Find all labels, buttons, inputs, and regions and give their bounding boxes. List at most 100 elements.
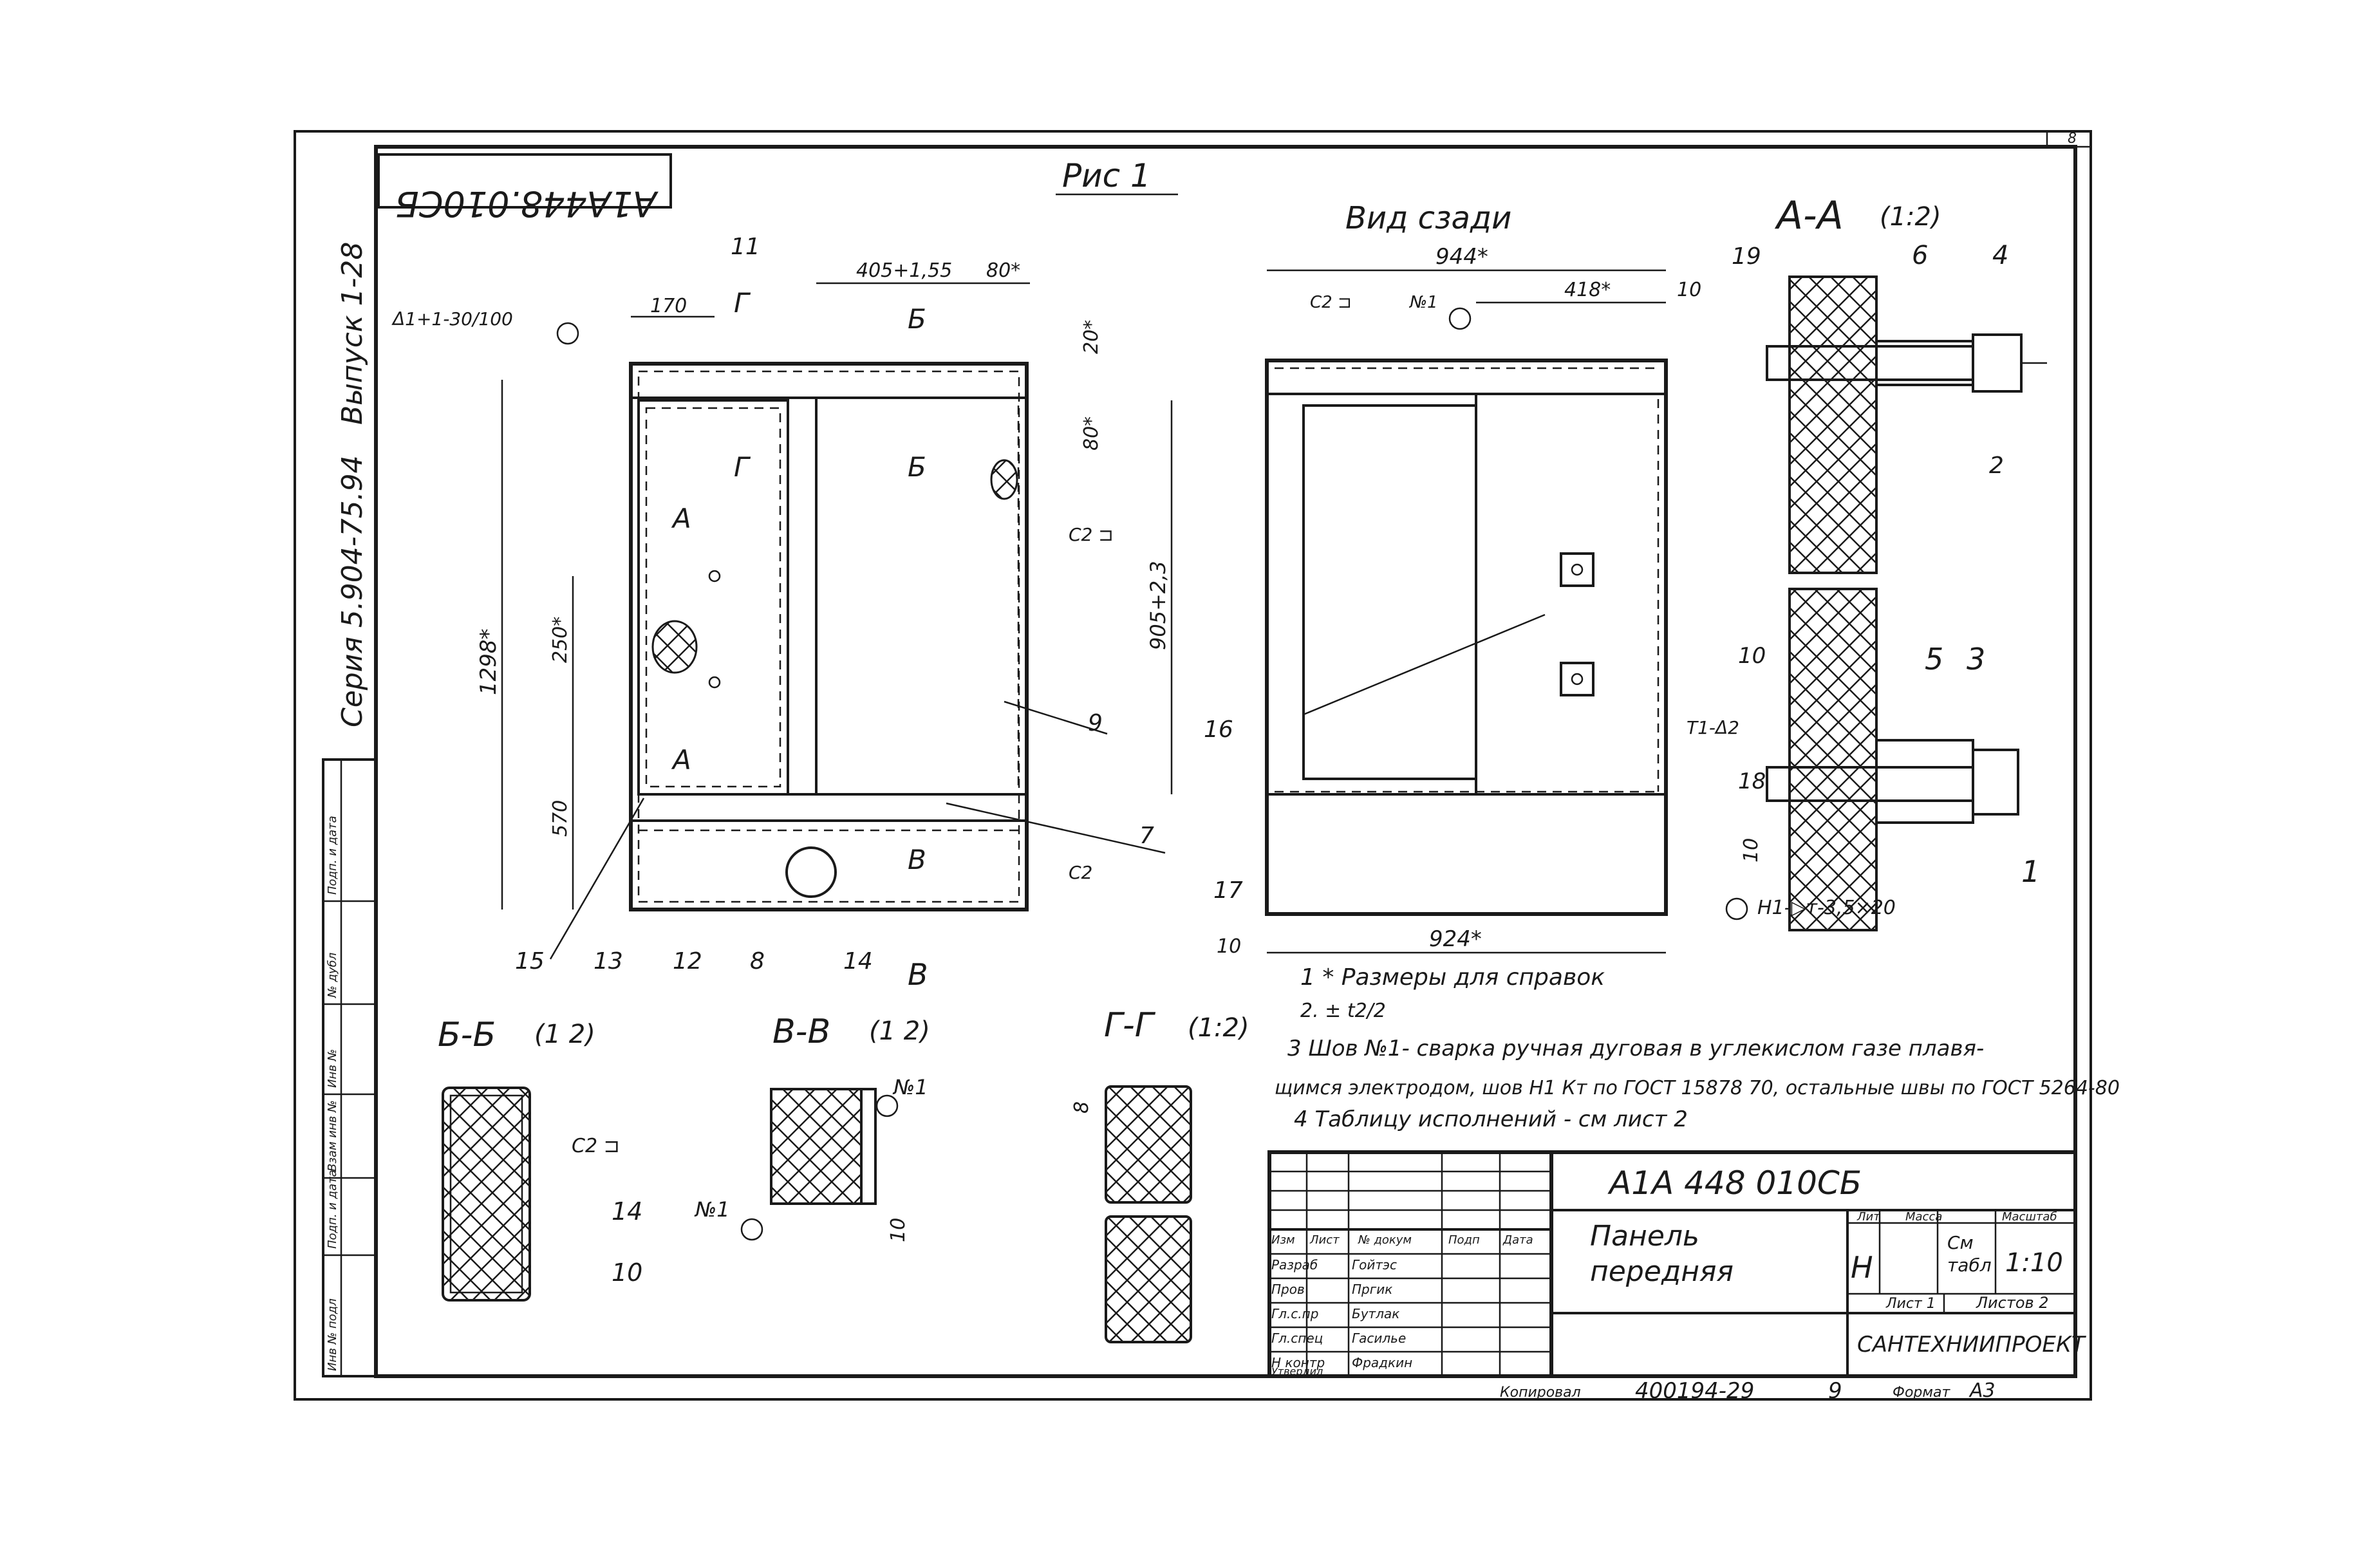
tb-mass-value-1: См (1947, 1232, 1974, 1253)
tb-role-5: Утвердил (1271, 1365, 1323, 1377)
section-gg: 8 (1070, 1085, 1192, 1343)
section-vv: №1 №1 10 (694, 1075, 928, 1242)
dim-250: 250* (549, 617, 572, 663)
tb-name-4: Фрадкин (1352, 1355, 1412, 1370)
aa-callout-19: 19 (1732, 243, 1761, 270)
section-vv-title: В-В (772, 1013, 830, 1051)
section-bb: С2 ⊐ 14 10 (442, 1087, 642, 1302)
footer-copied: Копировал (1500, 1385, 1581, 1401)
stamp-label-2: Взам инв № (326, 1100, 339, 1171)
bb-callout-14: 14 (612, 1197, 642, 1226)
sheet-number: 8 (2068, 131, 2077, 147)
tb-scale-value: 1:10 (2005, 1248, 2063, 1278)
stamp-label-0: Инв № подл (326, 1298, 339, 1371)
note-1: 1 * Размеры для справок (1300, 964, 1605, 991)
callout-16: 16 (1204, 716, 1233, 743)
note-2: 2. ± t2/2 (1300, 1000, 1386, 1022)
section-vv-scale: (1 2) (869, 1016, 930, 1046)
footer-page: 9 (1828, 1378, 1842, 1404)
dim-80a: 80* (986, 259, 1020, 282)
rear-dim-10b: 10 (1217, 935, 1241, 958)
outer-frame (294, 130, 2092, 1401)
section-gg-scale: (1:2) (1188, 1013, 1249, 1043)
note-3: 3 Шов №1- сварка ручная дуговая в углеки… (1287, 1036, 1984, 1061)
tb-name-1: Пргик (1352, 1282, 1392, 1297)
callout-17: 17 (1213, 877, 1243, 904)
callout-11: 11 (731, 234, 760, 260)
letter-v-right: В (908, 844, 926, 875)
section-gg-title: Г-Г (1104, 1006, 1156, 1045)
aa-callout-6: 6 (1912, 241, 1928, 270)
rear-weld: №1 (1408, 293, 1438, 312)
tb-col-date: Дата (1502, 1233, 1533, 1247)
section-aa-scale: (1:2) (1880, 202, 1941, 232)
aa-callout-3: 3 (1967, 642, 1985, 677)
tb-name-2: Бутлак (1352, 1306, 1399, 1321)
footer-code: 400194-29 (1635, 1378, 1754, 1404)
dim-1298: 1298* (476, 628, 501, 695)
rear-c2: С2 ⊐ (1310, 293, 1352, 312)
letter-v-bot: В (908, 957, 928, 992)
aa-callout-10b: 10 (1740, 838, 1762, 863)
tb-designation: А1А 448 010СБ (1607, 1164, 1862, 1202)
vv-dim-10: 10 (887, 1218, 910, 1242)
letter-g-bot: Г (734, 451, 751, 483)
tb-role-2: Гл.с.пр (1271, 1306, 1318, 1321)
dim-405: 405+1,55 (856, 259, 952, 282)
letter-a-bot: А (671, 744, 691, 776)
tb-role-0: Разраб (1271, 1257, 1318, 1273)
series-text: Серия 5.904-75.94 (336, 455, 369, 727)
rear-dim-418: 418* (1564, 279, 1611, 301)
dim-570: 570 (549, 800, 572, 837)
stamp-label-3: Инв № (326, 1049, 339, 1088)
stamp-label-5: Подп. и дата (326, 816, 339, 895)
aa-callout-4: 4 (1992, 241, 2008, 270)
tb-name-line2: передняя (1590, 1255, 1734, 1288)
letter-b-bot: Б (908, 451, 926, 483)
rear-dim-944: 944* (1435, 244, 1488, 270)
tb-name-0: Гойтэс (1352, 1257, 1397, 1273)
note-3b: щимся электродом, шов Н1 Кт по ГОСТ 1587… (1275, 1077, 2120, 1099)
tb-mass-label: Масса (1905, 1210, 1942, 1224)
stamp-label-1: Подп. и дата (326, 1170, 339, 1249)
gg-dim-8: 8 (1070, 1101, 1093, 1114)
tb-sheets: Листов 2 (1976, 1294, 2049, 1312)
doc-code-box (377, 153, 672, 209)
aa-callout-18: 18 (1738, 769, 1766, 794)
vv-weld-a: №1 (892, 1075, 928, 1099)
tb-col-doc: № докум (1358, 1233, 1412, 1247)
note-4: 4 Таблицу исполнений - см лист 2 (1294, 1106, 1688, 1132)
tb-scale-label: Масштаб (2002, 1210, 2057, 1224)
dim-80b: 80* (1080, 416, 1103, 451)
section-bb-scale: (1 2) (534, 1020, 595, 1049)
rear-view: 944* 418* 10 С2 ⊐ №1 924* 10 16 17 (1204, 244, 1701, 958)
c2-front-a: С2 ⊐ (1069, 524, 1114, 545)
tb-org: САНТЕХНИИПРОЕКТ (1857, 1332, 2086, 1358)
tb-lit-label: Лит (1856, 1210, 1880, 1224)
tb-col-list: Лист (1309, 1233, 1340, 1247)
doc-code-rotated: А1А448.010СБ (395, 183, 659, 224)
aa-callout-5: 5 (1925, 642, 1943, 677)
rear-dim-924: 924* (1429, 926, 1482, 952)
tb-role-3: Гл.спец (1271, 1330, 1323, 1346)
stamp-label-4: № дубл (326, 953, 339, 998)
tb-col-izm: Изм (1271, 1233, 1295, 1247)
bb-c2: С2 ⊐ (572, 1135, 620, 1157)
footer-format-label: Формат (1893, 1385, 1950, 1401)
tb-name-line1: Панель (1590, 1220, 1699, 1253)
dim-905: 905+2,3 (1146, 561, 1170, 650)
tb-mass-value-2: табл (1947, 1255, 1992, 1276)
callout-12: 12 (673, 948, 702, 975)
bb-callout-10: 10 (612, 1258, 642, 1287)
fig-title: Рис 1 (1062, 157, 1151, 194)
rear-view-title: Вид сзади (1345, 200, 1511, 236)
tb-role-4: Н контр (1271, 1355, 1325, 1370)
footer-format-value: А3 (1968, 1379, 1996, 1402)
aa-callout-2: 2 (1989, 453, 2004, 479)
c2-front-b: С2 (1069, 862, 1092, 883)
tb-sheet: Лист 1 (1885, 1296, 1936, 1312)
tb-lit-value: Н (1851, 1250, 1873, 1285)
letter-a-top: А (671, 503, 691, 534)
vv-weld-b: №1 (694, 1197, 730, 1222)
